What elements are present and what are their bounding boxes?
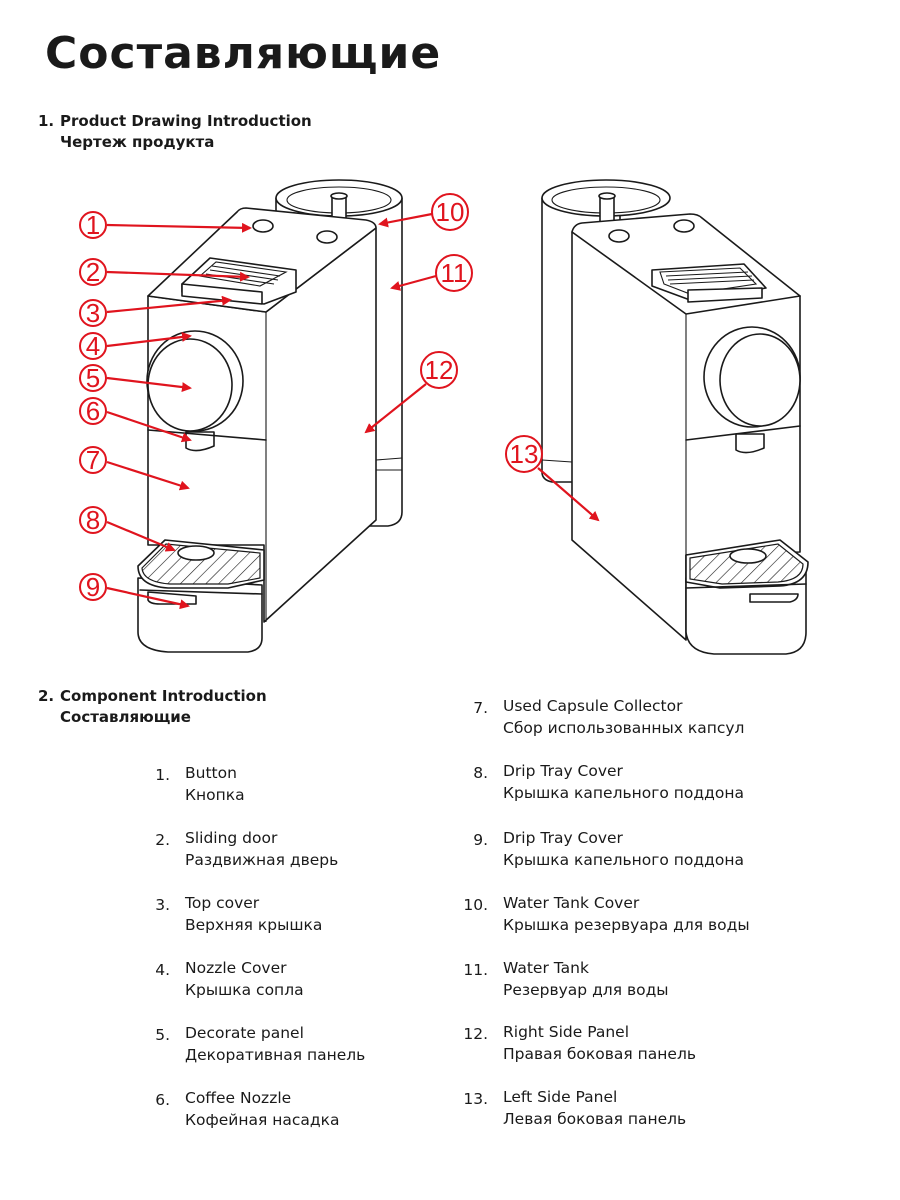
callout-4: 4 xyxy=(79,331,192,361)
callout-10: 10 xyxy=(378,193,469,231)
back-view xyxy=(541,179,809,655)
section-title-ru: Чертеж продукта xyxy=(60,133,215,151)
callout-1: 1 xyxy=(79,210,252,240)
svg-text:5: 5 xyxy=(86,363,100,393)
callout-6: 6 xyxy=(79,396,192,443)
svg-text:1: 1 xyxy=(86,210,100,240)
page-title: Составляющие xyxy=(45,28,442,79)
callout-11: 11 xyxy=(390,254,473,292)
product-drawing: 1 2 3 4 5 6 7 8 9 10 xyxy=(79,179,809,655)
svg-text:12: 12 xyxy=(425,355,454,385)
svg-text:6: 6 xyxy=(86,396,100,426)
svg-text:4: 4 xyxy=(86,331,100,361)
callout-9: 9 xyxy=(79,572,190,610)
callout-3: 3 xyxy=(79,295,232,328)
svg-text:10: 10 xyxy=(436,197,465,227)
svg-text:3: 3 xyxy=(86,298,100,328)
svg-text:8: 8 xyxy=(86,505,100,535)
callout-2: 2 xyxy=(79,257,250,287)
section-number: 1. xyxy=(38,112,55,130)
callout-13: 13 xyxy=(505,435,600,522)
svg-text:7: 7 xyxy=(86,445,100,475)
front-view xyxy=(137,179,403,653)
callout-7: 7 xyxy=(79,445,190,491)
callout-12: 12 xyxy=(364,351,458,434)
svg-text:11: 11 xyxy=(441,258,468,288)
section-title-en: Product Drawing Introduction xyxy=(60,112,312,130)
svg-text:13: 13 xyxy=(510,439,539,469)
section-title-ru: Составляющие xyxy=(60,708,191,726)
svg-text:9: 9 xyxy=(86,572,100,602)
callout-5: 5 xyxy=(79,363,192,393)
svg-text:2: 2 xyxy=(86,257,100,287)
section-heading-drawing: 1. Product Drawing Introduction Чертеж п… xyxy=(38,111,312,153)
callout-8: 8 xyxy=(79,505,176,552)
callouts: 1 2 3 4 5 6 7 8 9 10 xyxy=(79,193,600,610)
section-heading-components: 2. Component Introduction Составляющие xyxy=(38,686,267,728)
section-number: 2. xyxy=(38,687,55,705)
section-title-en: Component Introduction xyxy=(60,687,267,705)
